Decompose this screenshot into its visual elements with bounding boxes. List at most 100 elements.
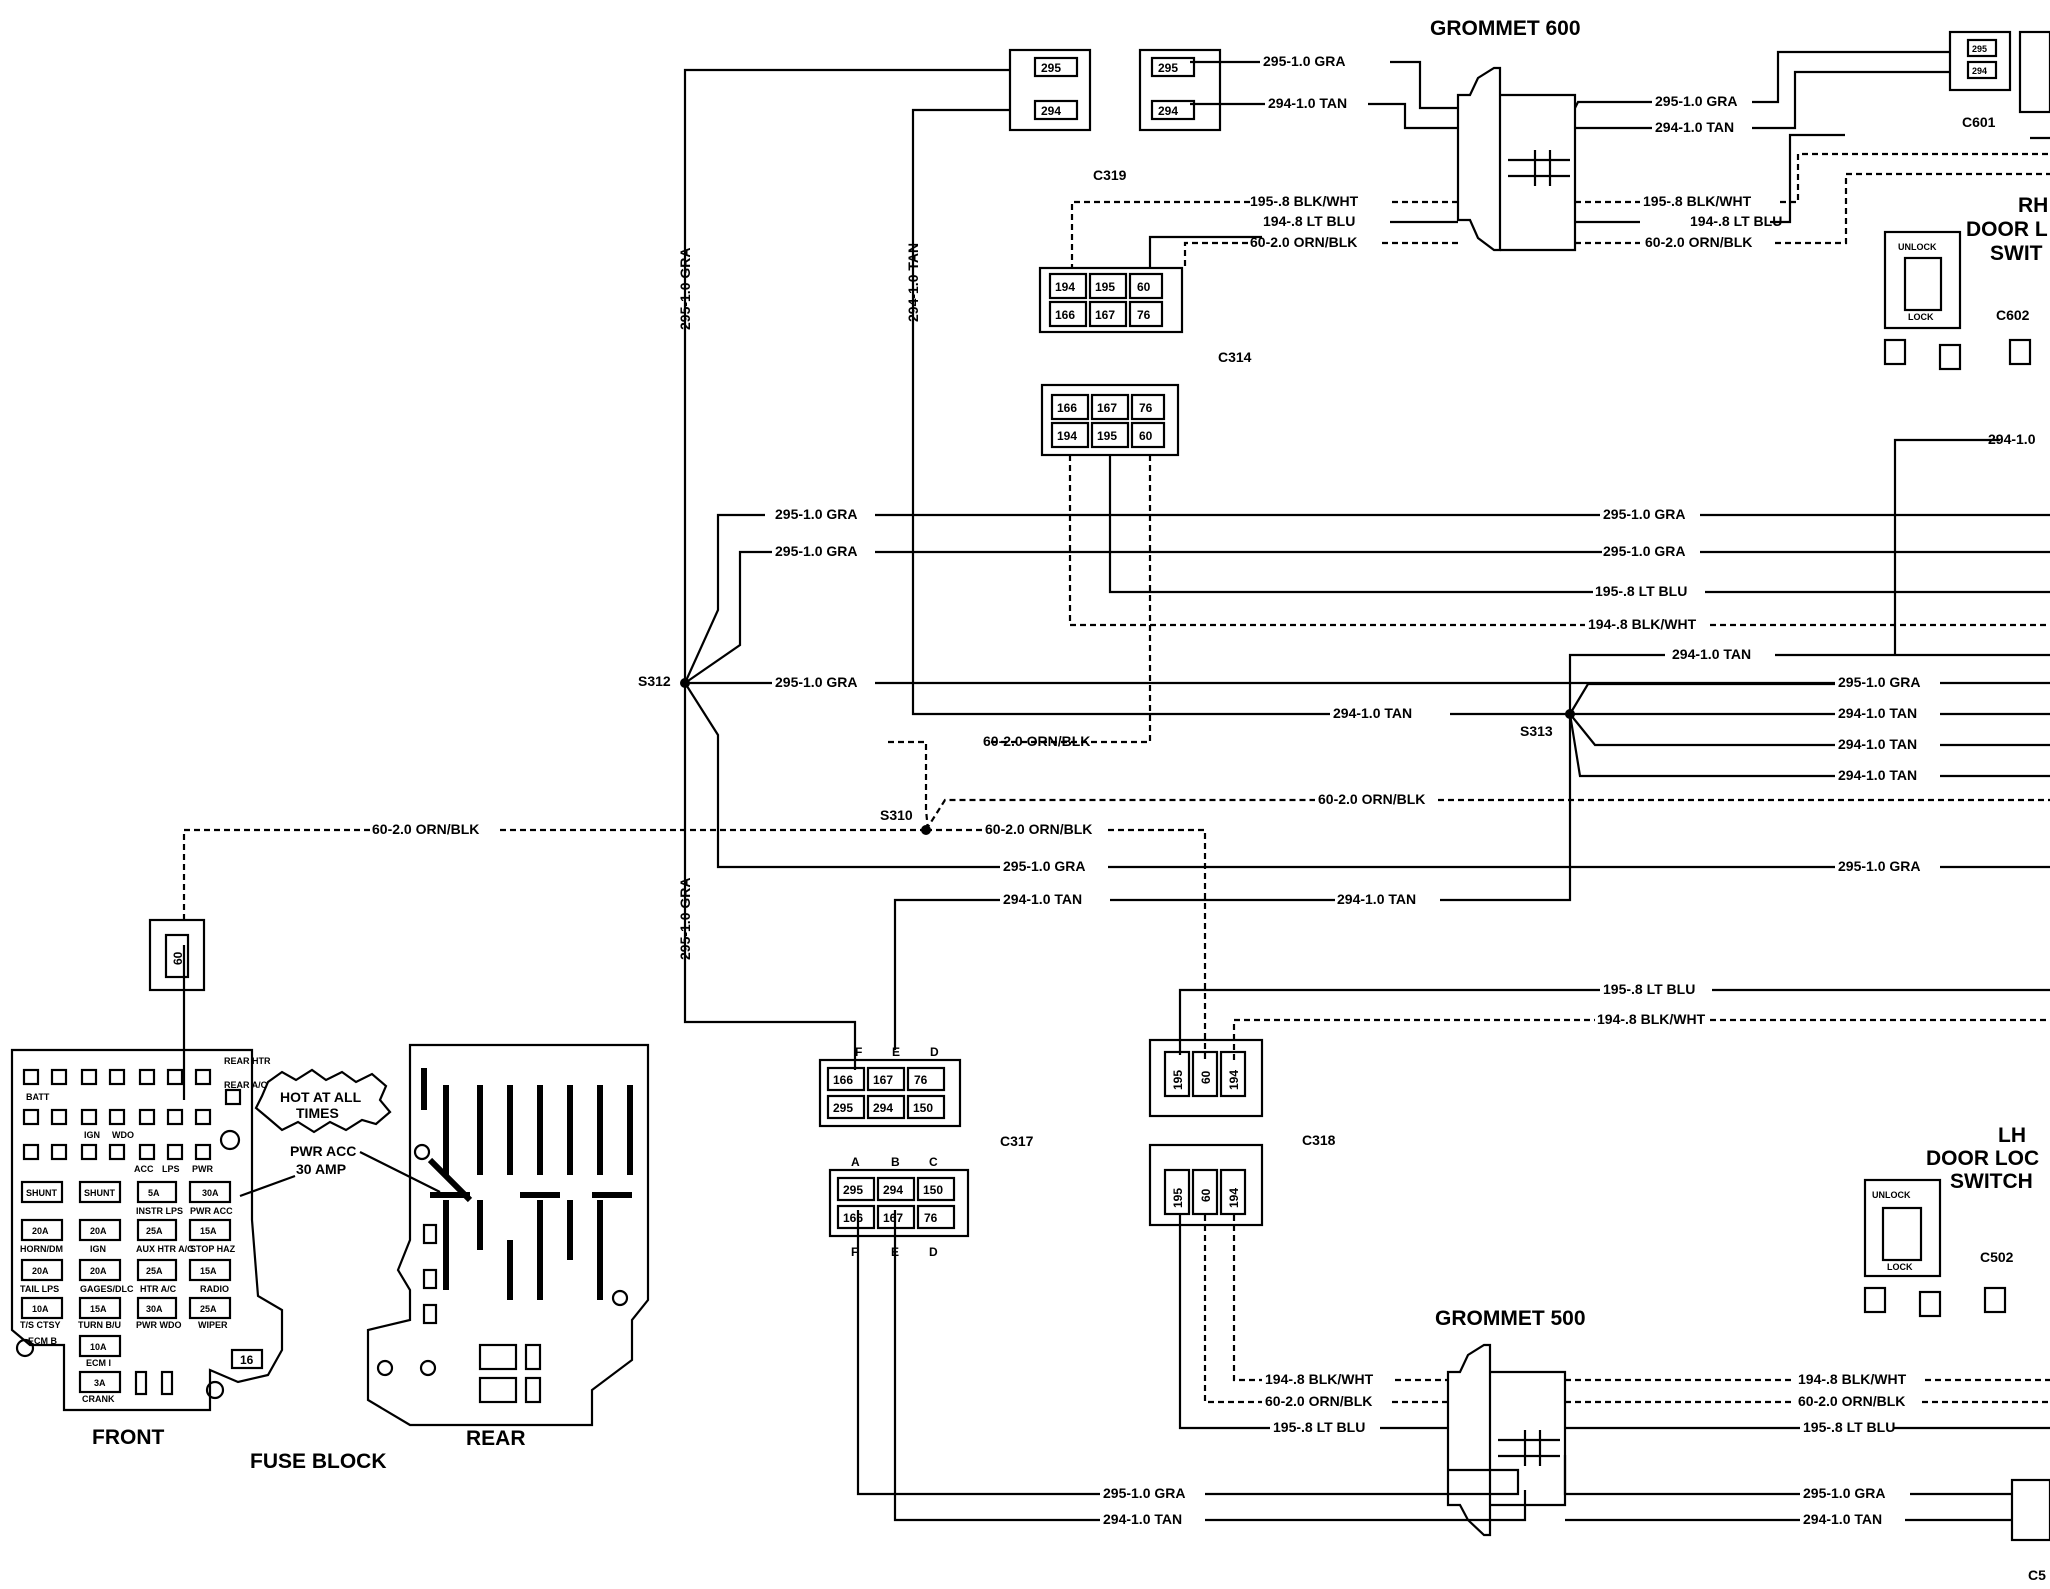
svg-text:76: 76 bbox=[924, 1211, 938, 1225]
svg-text:167: 167 bbox=[1095, 308, 1115, 322]
svg-text:HOT AT ALL: HOT AT ALL bbox=[280, 1089, 362, 1105]
svg-text:IGN: IGN bbox=[90, 1244, 106, 1254]
c317-label: C317 bbox=[1000, 1133, 1034, 1149]
lbl-295-row2-r: 295-1.0 GRA bbox=[1603, 543, 1685, 559]
svg-text:UNLOCK: UNLOCK bbox=[1898, 242, 1937, 252]
connector-c314-upper: 194 195 60 166 167 76 bbox=[1038, 266, 1184, 334]
lbl-294-s313-1: 294-1.0 TAN bbox=[1838, 705, 1917, 721]
svg-text:295: 295 bbox=[1972, 44, 1987, 54]
rh-door-lock-switch-label: RH DOOR L SWIT bbox=[1966, 194, 2048, 265]
c319-label: C319 bbox=[1093, 167, 1127, 183]
wire-294-to-c317-a bbox=[1440, 714, 1572, 902]
svg-text:DOOR L: DOOR L bbox=[1966, 218, 2048, 241]
svg-text:294: 294 bbox=[873, 1101, 893, 1115]
svg-text:BATT: BATT bbox=[26, 1092, 50, 1102]
c502-terminals bbox=[1863, 1286, 2007, 1318]
fuse-block-front: BATT REAR HTR REAR A/C IGN WDO ACC LPS P bbox=[10, 1048, 284, 1412]
lbl-294-c317: 294-1.0 TAN bbox=[1003, 891, 1082, 907]
lbl-194-ltblu-top-r: 194-.8 LT BLU bbox=[1690, 213, 1782, 229]
c314-label: C314 bbox=[1218, 349, 1252, 365]
svg-text:ECM I: ECM I bbox=[86, 1358, 111, 1368]
svg-text:167: 167 bbox=[883, 1211, 903, 1225]
lbl-294-s313-2: 294-1.0 TAN bbox=[1838, 736, 1917, 752]
lbl-60-s310-c: 60-2.0 ORN/BLK bbox=[985, 821, 1092, 837]
lbl-194-blkwht-mid: 194-.8 BLK/WHT bbox=[1588, 616, 1697, 632]
svg-text:294: 294 bbox=[1158, 104, 1178, 118]
wire-194-ltblu-b bbox=[1148, 235, 1262, 268]
svg-text:IGN: IGN bbox=[84, 1130, 100, 1140]
svg-text:195: 195 bbox=[1095, 280, 1115, 294]
fuse-row-6: 20A 20A 25A 15A TAIL LPS GAGES/DLC HTR A… bbox=[20, 1258, 232, 1294]
svg-text:REAR HTR: REAR HTR bbox=[224, 1056, 271, 1066]
lbl-295-row1-r: 295-1.0 GRA bbox=[1603, 506, 1685, 522]
wire-60-to-fuse bbox=[182, 828, 370, 920]
svg-text:194: 194 bbox=[1057, 429, 1077, 443]
svg-text:166: 166 bbox=[843, 1211, 863, 1225]
s310-label: S310 bbox=[880, 807, 913, 823]
wire-294-main bbox=[911, 108, 1330, 716]
wire-60-orn-c314-b bbox=[888, 740, 930, 831]
svg-text:LOCK: LOCK bbox=[1908, 312, 1934, 322]
svg-text:60: 60 bbox=[1139, 429, 1153, 443]
s312-label: S312 bbox=[638, 673, 671, 689]
rh-door-lock-switch: UNLOCK LOCK bbox=[1883, 230, 1962, 330]
wire-294-bottom-a bbox=[893, 1210, 1100, 1522]
wire-195-blkwht-r2 bbox=[1780, 152, 2050, 204]
svg-text:195: 195 bbox=[1171, 1188, 1185, 1208]
svg-text:195: 195 bbox=[1097, 429, 1117, 443]
connector-c317-upper: 166 167 76 295 294 150 F E D bbox=[818, 1045, 962, 1128]
wire-195-blkwht-b bbox=[1070, 200, 1250, 268]
c602-label: C602 bbox=[1996, 307, 2030, 323]
c602-terminals bbox=[1883, 338, 2032, 371]
connector-c5 bbox=[2010, 1478, 2050, 1542]
fuse-rear-label: REAR bbox=[466, 1427, 526, 1450]
svg-text:HTR A/C: HTR A/C bbox=[140, 1284, 177, 1294]
wire-60-orn-c314-a bbox=[990, 455, 1152, 744]
svg-text:60: 60 bbox=[1137, 280, 1151, 294]
svg-text:30A: 30A bbox=[146, 1304, 163, 1314]
lbl-195-ltblu-mid: 195-.8 LT BLU bbox=[1595, 583, 1687, 599]
wire-294-s313-b3 bbox=[1569, 713, 1835, 747]
svg-text:295: 295 bbox=[833, 1101, 853, 1115]
svg-text:5A: 5A bbox=[148, 1188, 160, 1198]
svg-text:UNLOCK: UNLOCK bbox=[1872, 1190, 1911, 1200]
wire-195-c318-a bbox=[1178, 988, 1600, 1055]
svg-text:HORN/DM: HORN/DM bbox=[20, 1244, 63, 1254]
lbl-60-c314: 60-2.0 ORN/BLK bbox=[983, 733, 1090, 749]
svg-text:A: A bbox=[851, 1155, 860, 1169]
wire-294-gr600-r2 bbox=[1752, 70, 1950, 130]
lbl-294-bot-r: 294-1.0 TAN bbox=[1803, 1511, 1882, 1527]
svg-text:ACC: ACC bbox=[134, 1164, 154, 1174]
fuse-row-1: BATT REAR HTR REAR A/C bbox=[22, 1056, 271, 1106]
lbl-294-top-r: 294-1.0 TAN bbox=[1655, 119, 1734, 135]
fuse-row-2: IGN WDO bbox=[22, 1108, 212, 1140]
svg-text:195: 195 bbox=[1171, 1070, 1185, 1090]
connector-c317-lower: 295 294 150 166 167 76 A B C F E D bbox=[828, 1155, 970, 1259]
grommet-500 bbox=[1446, 1343, 1567, 1537]
lbl-195-bot-r: 195-.8 LT BLU bbox=[1803, 1419, 1895, 1435]
lh-door-lock-switch-label: LH DOOR LOC SWITCH bbox=[1926, 1124, 2039, 1193]
svg-text:RH: RH bbox=[2018, 194, 2048, 217]
lbl-295-top: 295-1.0 GRA bbox=[1263, 53, 1345, 69]
wire-194-blkwht-c318 bbox=[1232, 1018, 1595, 1060]
lbl-194-bot: 194-.8 BLK/WHT bbox=[1265, 1371, 1374, 1387]
connector-c601: 295 294 bbox=[1948, 30, 2050, 114]
hot-at-all-times-callout: HOT AT ALL TIMES bbox=[254, 1068, 392, 1134]
svg-text:F: F bbox=[851, 1245, 858, 1259]
svg-text:TURN B/U: TURN B/U bbox=[78, 1320, 121, 1330]
lbl-195-blkwht-top: 195-.8 BLK/WHT bbox=[1250, 193, 1359, 209]
svg-text:10A: 10A bbox=[32, 1304, 49, 1314]
svg-text:295: 295 bbox=[1041, 61, 1061, 75]
svg-text:SHUNT: SHUNT bbox=[84, 1188, 116, 1198]
svg-text:20A: 20A bbox=[90, 1266, 107, 1276]
lbl-195-blkwht-top-r: 195-.8 BLK/WHT bbox=[1643, 193, 1752, 209]
svg-text:60: 60 bbox=[1199, 1188, 1213, 1202]
svg-text:D: D bbox=[930, 1045, 939, 1059]
svg-text:PWR: PWR bbox=[192, 1164, 213, 1174]
wire-s312-b4 bbox=[684, 682, 1000, 869]
grommet-500-label: GROMMET 500 bbox=[1435, 1307, 1586, 1330]
lbl-194-c318: 194-.8 BLK/WHT bbox=[1597, 1011, 1706, 1027]
lbl-294-c317-b: 294-1.0 TAN bbox=[1337, 891, 1416, 907]
splice-s312-dot bbox=[680, 678, 690, 688]
